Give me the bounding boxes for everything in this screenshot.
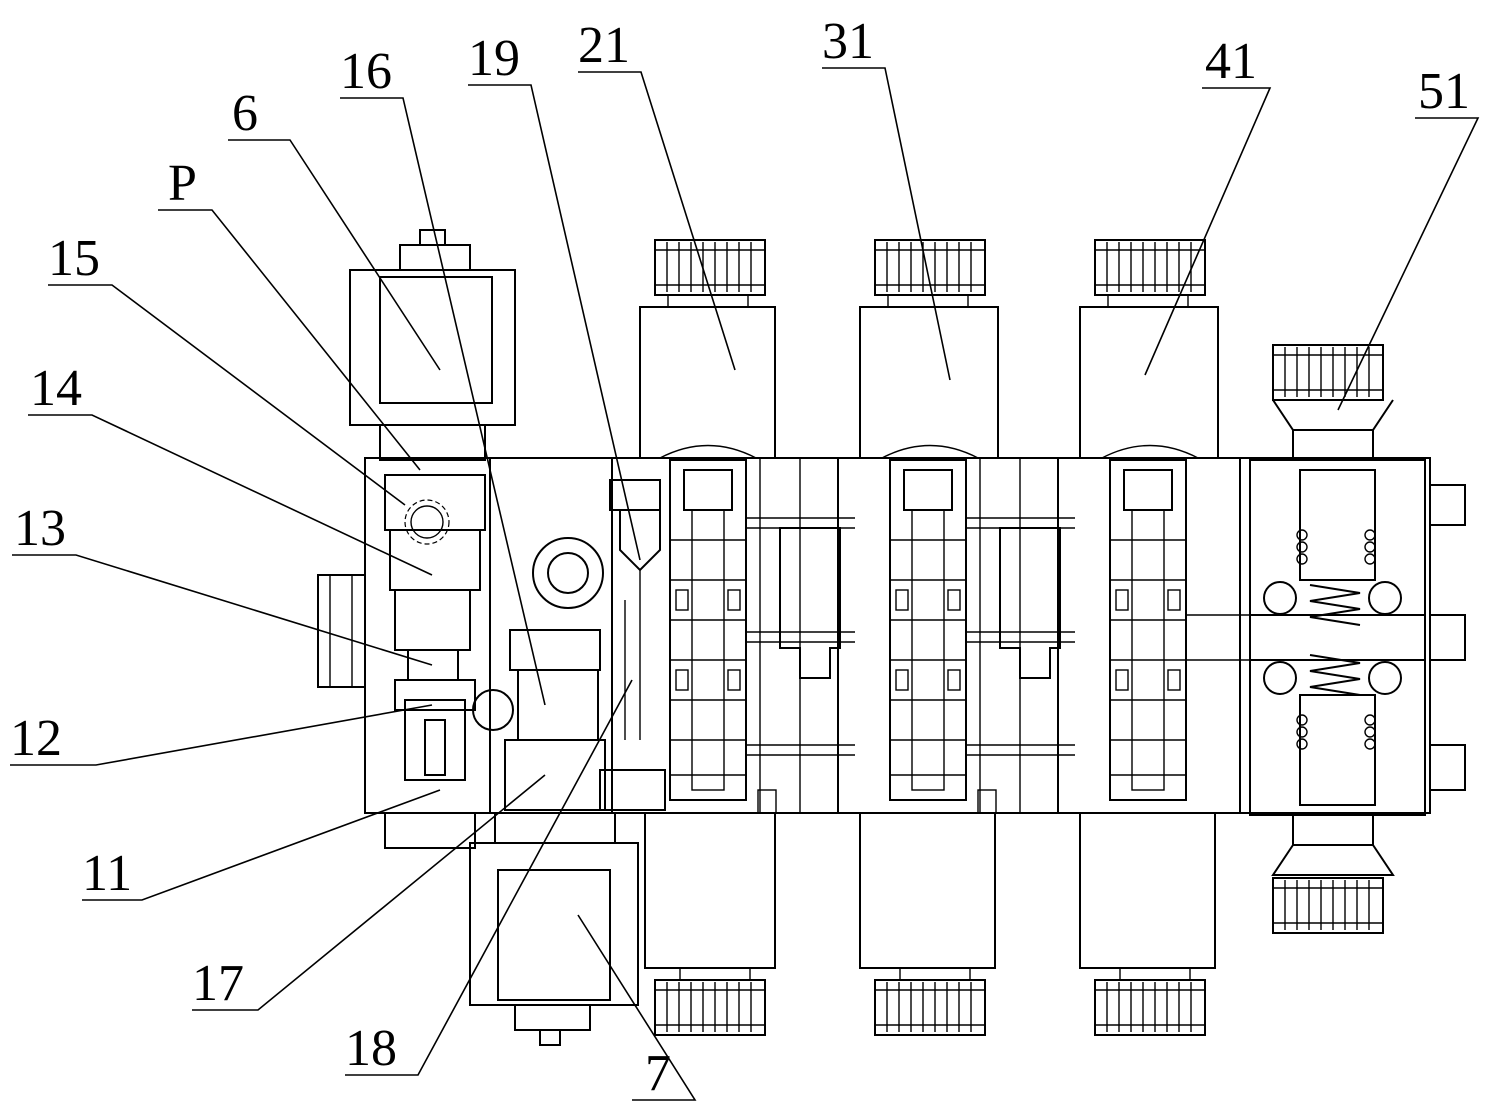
bottom-solenoids [644,812,1216,1036]
solenoid-6 [349,229,516,681]
solenoid-7 [469,812,639,1046]
valve-16 [472,537,666,811]
label-6: 6 [232,85,258,142]
lower-port-11 [384,679,476,849]
solenoid-valve-31 [859,239,999,801]
hand-knob [317,574,366,688]
label-15: 15 [48,230,100,287]
label-16: 16 [340,43,392,100]
label-51: 51 [1418,63,1470,120]
label-31: 31 [822,13,874,70]
solenoid-valve-41 [1079,239,1219,801]
label-11: 11 [82,845,132,902]
solenoid-valve-21 [639,239,776,801]
label-18: 18 [345,1020,397,1077]
label-P: P [168,155,197,212]
leader-lines [10,67,1480,1101]
label-14: 14 [30,360,82,417]
labels: 16 19 21 31 41 51 6 P 15 14 13 12 11 17 … [10,13,1470,1102]
label-12: 12 [10,710,62,767]
manifold-body [364,457,1431,814]
label-17: 17 [192,955,244,1012]
label-19: 19 [468,30,520,87]
internal-passages [745,517,1306,814]
check-valve-51 [1249,344,1466,934]
label-21: 21 [578,17,630,74]
label-41: 41 [1205,33,1257,90]
valve-19 [609,479,661,740]
label-7: 7 [645,1045,671,1102]
label-13: 13 [14,500,66,557]
